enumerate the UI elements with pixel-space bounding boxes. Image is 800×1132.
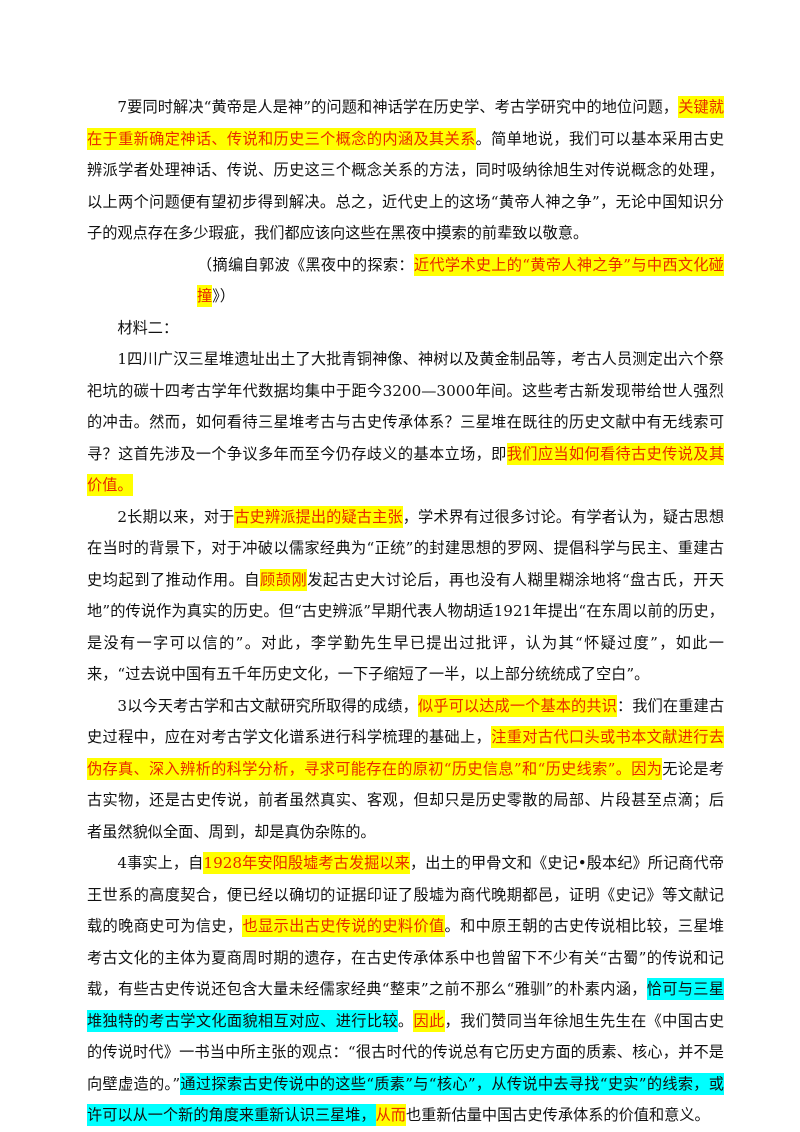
paragraph-4: 4事实上，自1928年安阳殷墟考古发掘以来，出土的甲骨文和《史记•殷本纪》所记商…: [87, 848, 725, 1132]
material-heading: 材料二：: [117, 318, 179, 337]
highlighted-phrase: 似乎可以达成一个基本的共识: [418, 694, 617, 717]
paragraph-text: 发起古史大讨论后，再也没有人糊里糊涂地将“盘古氏，开天地”的传说作为真实的历史。…: [87, 570, 725, 684]
paragraph-3: 3以今天考古学和古文献研究所取得的成绩，似乎可以达成一个基本的共识：我们在重建古…: [87, 691, 725, 849]
paragraph-text: ，学术界有过很多讨论。有学者认为，疑古思想在当时的背景下，对于冲破以儒家经典为“…: [87, 507, 725, 589]
paragraph-text: 1四川广汉三星堆遗址出土了大批青铜神像、神树以及黄金制品等，考古人员测定出六个祭…: [87, 350, 724, 463]
paragraph-text: ：我们在重建古史过程中，应在对考古学文化谱系进行科学梳理的基础上，: [87, 696, 725, 747]
paragraph-text: 也重新估量中国古史传承体系的价值和意义。: [405, 1106, 710, 1124]
paragraph-text: 无论是考古实物，还是古史传说，前者虽然真实、客观，但却只是历史零散的局部、片段甚…: [87, 759, 725, 841]
paragraph-text: ，我们赞同当年徐旭生先生在《中国古史的传说时代》一书当中所主张的观点：“很古时代…: [87, 1011, 725, 1093]
highlighted-connector: 从而: [375, 1104, 406, 1126]
paragraph-text: 7要同时解决“黄帝是人是神”的问题和神话学在历史学、考古学研究中的地位问题，: [117, 98, 679, 116]
highlighted-name: 顾颉刚: [260, 568, 308, 591]
citation-prefix: （摘编自郭波《黑夜中的探索：: [197, 255, 414, 274]
highlighted-date-phrase: 1928年安阳殷墟考古发掘以来: [203, 852, 410, 874]
paragraph-2: 2长期以来，对于古史辨派提出的疑古主张，学术界有过很多讨论。有学者认为，疑古思想…: [87, 502, 724, 691]
paragraph-7: 7要同时解决“黄帝是人是神”的问题和神话学在历史学、考古学研究中的地位问题，关键…: [87, 92, 724, 250]
source-citation: （摘编自郭波《黑夜中的探索：近代学术史上的“黄帝人神之争”与中西文化碰撞》）: [87, 250, 724, 313]
paragraph-text: 4事实上，自: [117, 854, 204, 872]
citation-suffix: 》）: [212, 287, 235, 305]
highlighted-phrase: 也显示出古史传说的史料价值: [242, 915, 445, 937]
paragraph-text: 。: [397, 1011, 414, 1030]
paragraph-text: 。简单地说，我们可以基本采用古史辨派学者处理神话、传说、历史这三个概念关系的方法…: [87, 129, 725, 243]
paragraph-text: 3以今天考古学和古文献研究所取得的成绩，: [117, 696, 418, 715]
highlighted-connector: 因此: [413, 1009, 445, 1032]
paragraph-1: 1四川广汉三星堆遗址出土了大批青铜神像、神树以及黄金制品等，考古人员测定出六个祭…: [87, 344, 725, 502]
document-page: 7要同时解决“黄帝是人是神”的问题和神话学在历史学、考古学研究中的地位问题，关键…: [87, 92, 724, 1132]
paragraph-text: 2长期以来，对于: [117, 507, 235, 526]
paragraph-text: ，出土的甲骨文和《史记•殷本纪》所记商代帝王世系的高度契合，便已经以确切的证据印…: [87, 854, 724, 935]
highlighted-phrase: 古史辨派提出的疑古主张: [234, 505, 403, 528]
paragraph-text: 。和中原王朝的古史传说相比较，三星堆考古文化的主体为夏商周时期的遗存，在古史传承…: [87, 917, 725, 998]
